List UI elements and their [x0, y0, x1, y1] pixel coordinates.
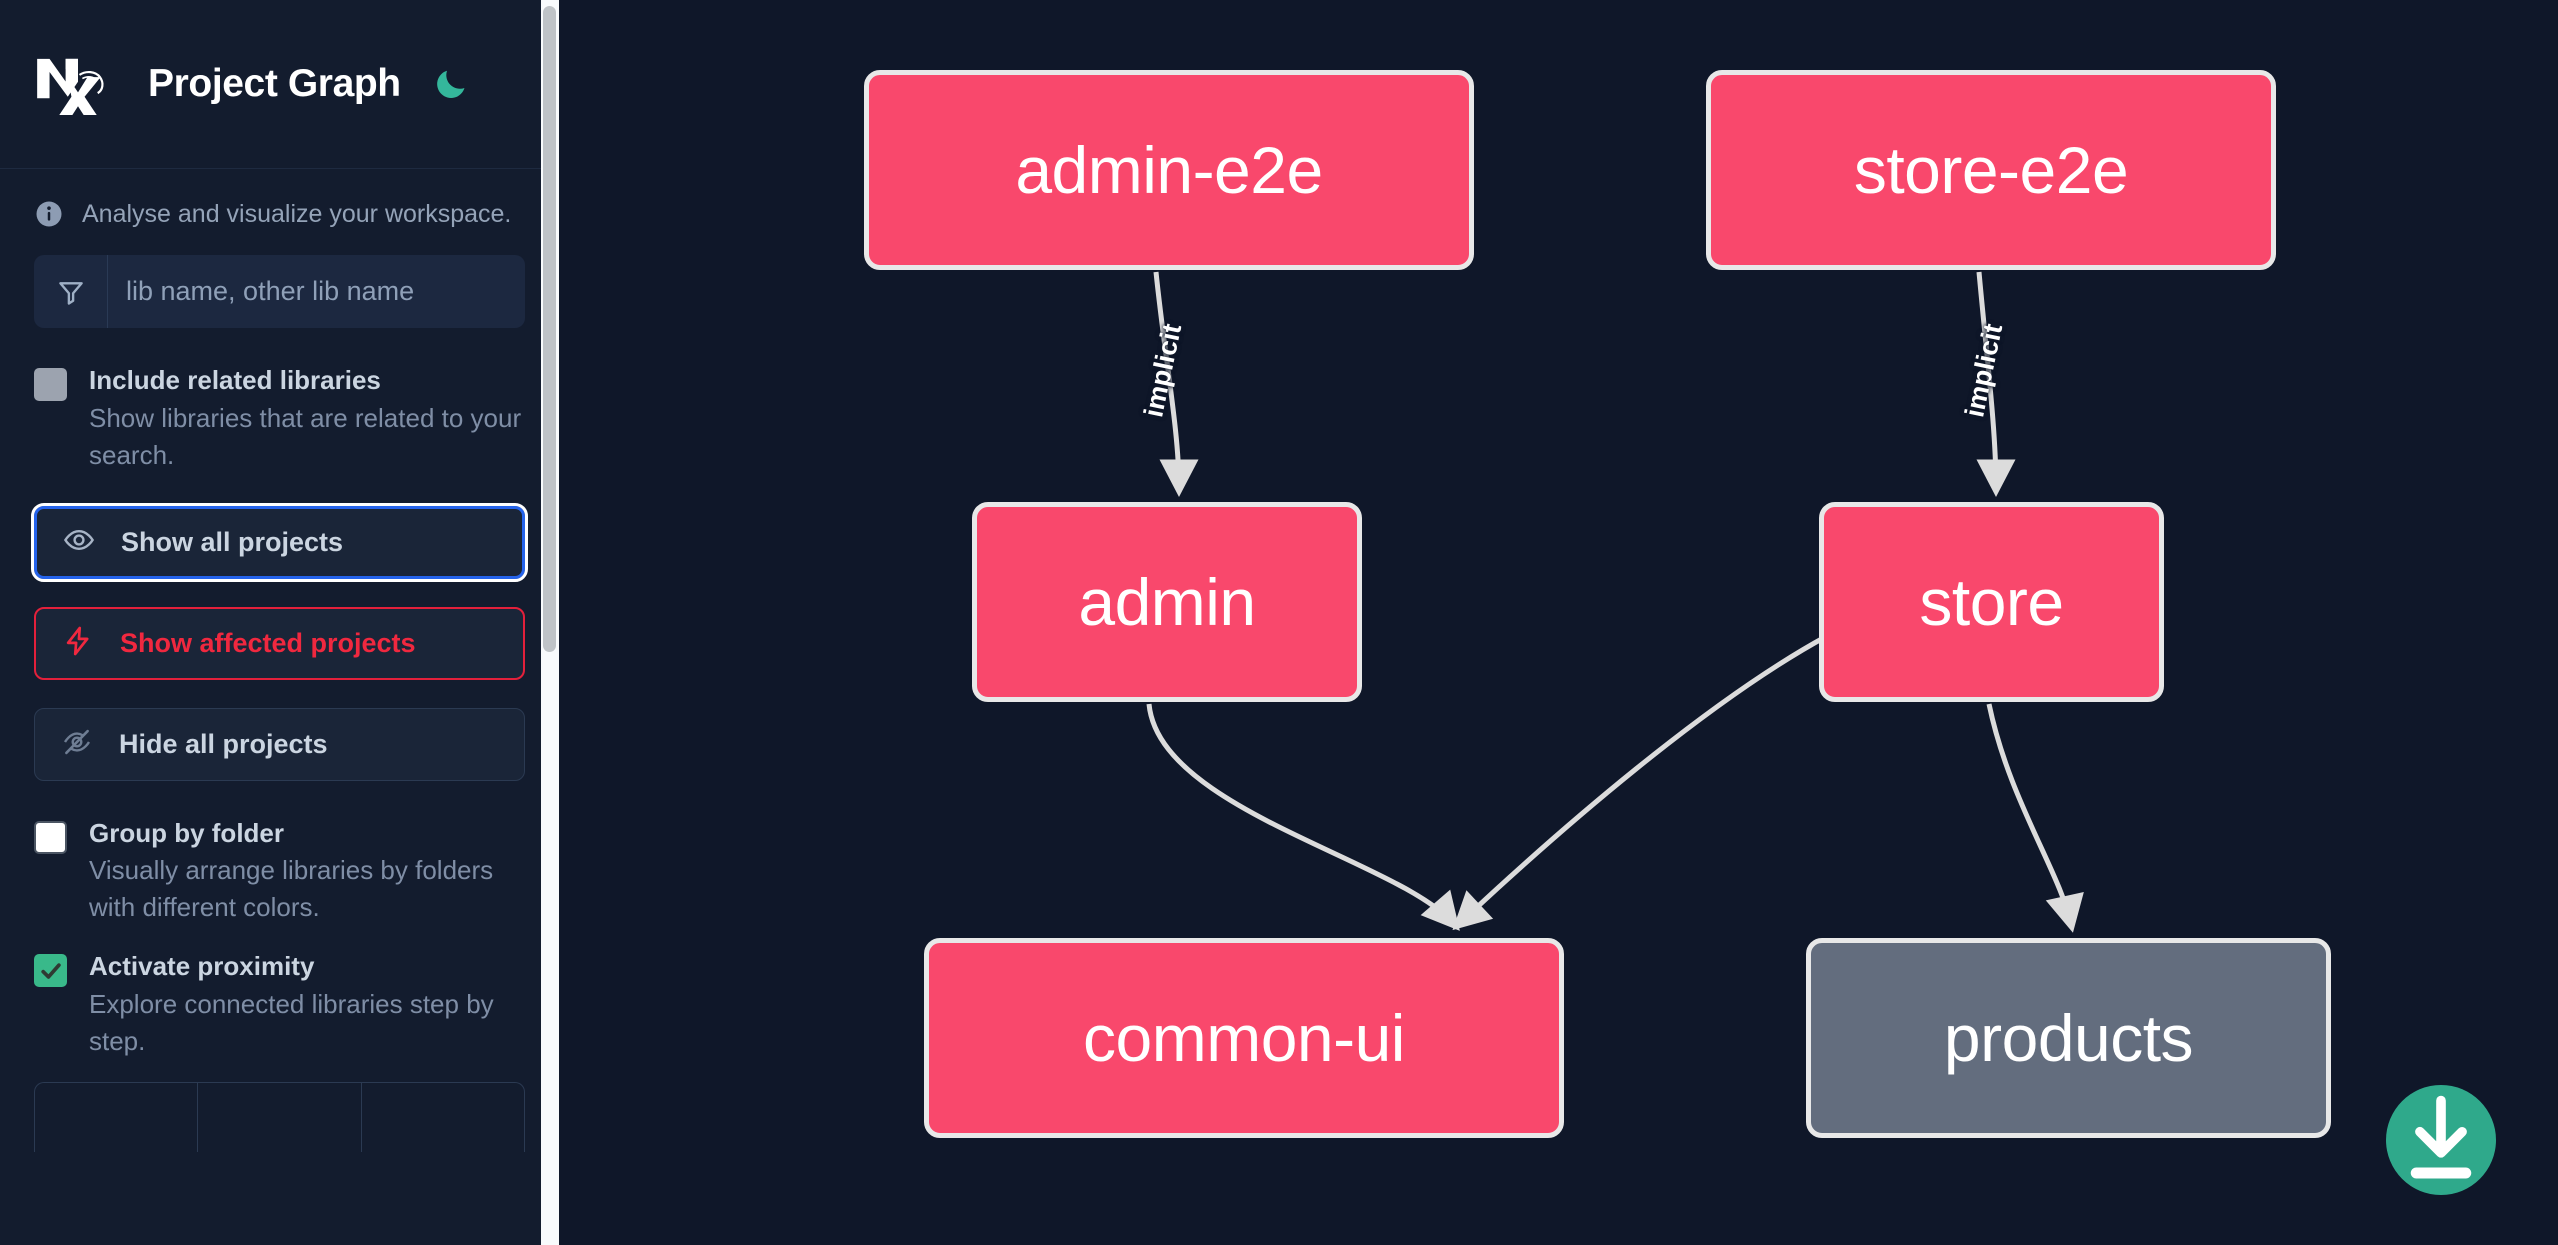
- segment-item[interactable]: [362, 1083, 524, 1152]
- option-description: Show libraries that are related to your …: [89, 402, 522, 470]
- node-label: store: [1919, 565, 2064, 639]
- project-visibility-buttons: Show all projects Show affected projects: [31, 502, 528, 781]
- node-label: common-ui: [1083, 1001, 1405, 1075]
- graph-canvas[interactable]: admin-e2e store-e2e admin store common-u…: [559, 0, 2558, 1245]
- graph-node-products[interactable]: products: [1806, 938, 2331, 1138]
- info-icon: [34, 199, 64, 229]
- option-description: Explore connected libraries step by step…: [89, 988, 494, 1056]
- show-affected-projects-button[interactable]: Show affected projects: [34, 606, 525, 680]
- search-input[interactable]: [108, 255, 525, 328]
- graph-node-admin-e2e[interactable]: admin-e2e: [864, 70, 1474, 270]
- nx-logo-icon: [34, 53, 122, 117]
- option-label: Include related libraries: [89, 365, 381, 395]
- option-activate-proximity[interactable]: Activate proximity Explore connected lib…: [34, 948, 525, 1060]
- sidebar: Project Graph Analyse and visualize your…: [0, 0, 559, 1245]
- eye-icon: [63, 524, 95, 561]
- checkbox-activate-proximity[interactable]: [34, 954, 67, 987]
- option-description: Visually arrange libraries by folders wi…: [89, 855, 494, 923]
- notice-text: Analyse and visualize your workspace.: [82, 199, 512, 228]
- sidebar-header: Project Graph: [0, 0, 559, 169]
- option-label: Group by folder: [89, 817, 284, 848]
- sidebar-body: Include related libraries Show libraries…: [0, 255, 559, 1152]
- workspace-notice: Analyse and visualize your workspace.: [0, 169, 559, 255]
- page-title: Project Graph: [148, 62, 401, 105]
- button-label: Show all projects: [121, 526, 344, 557]
- graph-node-common-ui[interactable]: common-ui: [924, 938, 1564, 1138]
- segment-item[interactable]: [198, 1082, 362, 1152]
- button-label: Show affected projects: [120, 627, 416, 658]
- segmented-control-partial[interactable]: [34, 1081, 525, 1152]
- lightning-bolt-icon: [62, 625, 94, 662]
- button-label: Hide all projects: [119, 728, 328, 759]
- graph-node-store-e2e[interactable]: store-e2e: [1706, 70, 2276, 270]
- checkbox-include-related-libraries[interactable]: [34, 368, 67, 401]
- node-label: store-e2e: [1853, 133, 2129, 207]
- option-label: Activate proximity: [89, 951, 315, 981]
- checkbox-group-by-folder[interactable]: [34, 820, 67, 854]
- search-field-wrapper[interactable]: [34, 255, 525, 328]
- segment-item[interactable]: [35, 1082, 199, 1152]
- node-label: admin: [1078, 565, 1256, 639]
- node-label: admin-e2e: [1015, 133, 1323, 207]
- graph-edges: [1146, 271, 2084, 933]
- download-graph-button[interactable]: [2386, 1085, 2496, 1195]
- graph-node-store[interactable]: store: [1819, 502, 2164, 702]
- sidebar-scrollbar-thumb[interactable]: [543, 6, 556, 652]
- hide-all-projects-button[interactable]: Hide all projects: [34, 707, 525, 781]
- node-label: products: [1943, 1001, 2194, 1075]
- option-include-related-libraries[interactable]: Include related libraries Show libraries…: [34, 362, 525, 474]
- eye-off-icon: [61, 726, 93, 763]
- graph-node-admin[interactable]: admin: [972, 502, 1362, 702]
- moon-icon[interactable]: [431, 64, 471, 104]
- show-all-projects-button[interactable]: Show all projects: [31, 502, 528, 582]
- option-group-by-folder[interactable]: Group by folder Visually arrange librari…: [34, 815, 525, 927]
- sidebar-scrollbar[interactable]: [541, 0, 559, 1245]
- filter-funnel-icon: [34, 255, 108, 328]
